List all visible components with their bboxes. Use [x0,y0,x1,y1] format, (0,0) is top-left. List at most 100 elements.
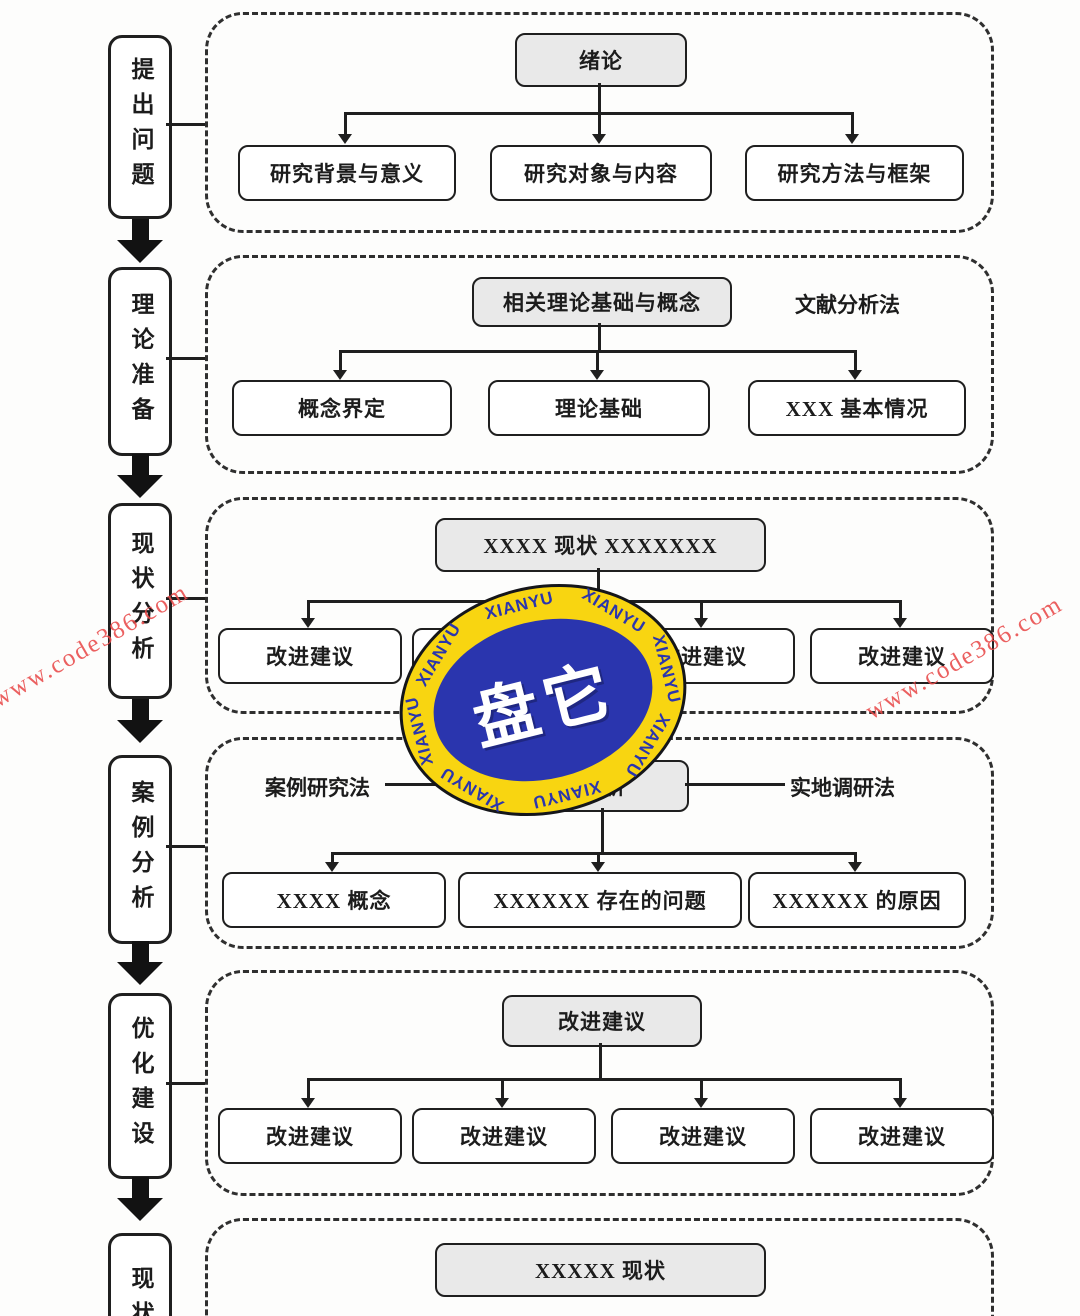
connector-line [339,350,342,372]
connector-line [598,323,601,350]
child-node: 改进建议 [611,1108,795,1164]
connector-line [344,112,347,136]
child-node: XXXXXX 的原因 [748,872,966,928]
down-arrow-icon [117,219,163,263]
root-node-label: 绪论 [579,49,623,73]
connector-line [598,112,601,136]
connector-line [899,600,902,620]
child-node-label: 改进建议 [266,645,354,669]
child-node: 研究对象与内容 [490,145,712,201]
connector-line [597,568,600,600]
connector-line [599,1043,602,1078]
stage-label: 优化建设 [128,1016,153,1156]
child-node-label: 改进建议 [858,1125,946,1149]
arrowhead-icon [848,370,862,380]
child-node: 改进建议 [218,628,402,684]
root-node: XXXXX 现状 [435,1243,766,1297]
connector-line [899,1078,902,1100]
stage-label: 案例分析 [128,779,153,920]
section-frame-optimize [205,970,994,1196]
child-node-label: XXX 基本情况 [785,397,929,421]
arrowhead-icon [592,134,606,144]
child-node-label: 研究背景与意义 [270,162,424,186]
child-node-label: 概念界定 [298,397,386,421]
stage-label: 提出问题 [128,57,153,197]
badge-center-text: 盘它 [465,653,624,760]
arrowhead-icon [495,1098,509,1108]
connector-line [307,1078,310,1100]
child-node: 改进建议 [810,1108,994,1164]
connector-line [166,1082,205,1085]
child-node: XXXXXX 存在的问题 [458,872,742,928]
arrowhead-icon [301,1098,315,1108]
stage-box-optimization: 优化建设 [108,993,172,1179]
arrowhead-icon [591,862,605,872]
root-node: 相关理论基础与概念 [472,277,732,327]
child-node: 研究方法与框架 [745,145,964,201]
method-note-right: 实地调研法 [790,776,895,800]
child-node-label: 改进建议 [266,1125,354,1149]
root-node-label: XXXXX 现状 [534,1259,667,1283]
child-node-label: 研究方法与框架 [777,162,932,186]
root-node: 绪论 [515,33,687,87]
connector-line [598,83,601,113]
child-node: 改进建议 [810,628,994,684]
connector-line [308,1078,900,1081]
stage-label: 现状 [128,1266,153,1316]
connector-line [601,808,604,852]
connector-line [332,852,855,855]
root-node-label: XXXX 现状 XXXXXXX [483,534,718,558]
arrowhead-icon [893,618,907,628]
down-arrow-icon [117,1177,163,1221]
connector-line [685,783,785,786]
child-node-label: XXXXXX 存在的问题 [493,889,707,913]
section-frame-bottom-cutoff [205,1218,994,1316]
arrowhead-icon [893,1098,907,1108]
section-frame-intro [205,12,994,233]
child-node: 改进建议 [218,1108,402,1164]
stage-label: 现状分析 [128,531,153,671]
stage-label: 理论准备 [128,291,153,432]
arrowhead-icon [845,134,859,144]
connector-line [166,357,205,360]
child-node: XXXX 概念 [222,872,446,928]
child-node-label: XXXXXX 的原因 [772,889,942,913]
arrowhead-icon [301,618,315,628]
arrowhead-icon [694,618,708,628]
down-arrow-icon [117,941,163,985]
arrowhead-icon [325,862,339,872]
arrowhead-icon [590,370,604,380]
stage-box-status-analysis: 现状分析 [108,503,172,699]
section-frame-theory [205,255,994,474]
method-note: 文献分析法 [795,293,900,317]
child-node: 改进建议 [412,1108,596,1164]
child-node: 概念界定 [232,380,452,436]
method-note-left: 案例研究法 [265,776,370,800]
connector-line [166,123,205,126]
connector-line [166,845,205,848]
child-node: 理论基础 [488,380,710,436]
connector-line [331,852,334,864]
stage-box-raise-question: 提出问题 [108,35,172,219]
stage-box-status-cutoff: 现状 [108,1233,172,1316]
root-node: XXXX 现状 XXXXXXX [435,518,766,572]
connector-line [307,600,310,620]
arrowhead-icon [694,1098,708,1108]
connector-line [166,597,205,600]
child-node-label: 改进建议 [659,1125,747,1149]
stage-box-theory-prep: 理论准备 [108,267,172,456]
child-node: 研究背景与意义 [238,145,456,201]
down-arrow-icon [117,699,163,743]
root-node-label: 改进建议 [558,1010,646,1034]
root-node: 改进建议 [502,995,702,1047]
connector-line [501,1078,504,1100]
connector-line [700,600,703,620]
down-arrow-icon [117,454,163,498]
root-node-label: 相关理论基础与概念 [503,291,701,315]
child-node-label: XXXX 概念 [276,889,392,913]
arrowhead-icon [848,862,862,872]
connector-line [596,350,599,372]
stage-box-case-analysis: 案例分析 [108,755,172,944]
arrowhead-icon [333,370,347,380]
